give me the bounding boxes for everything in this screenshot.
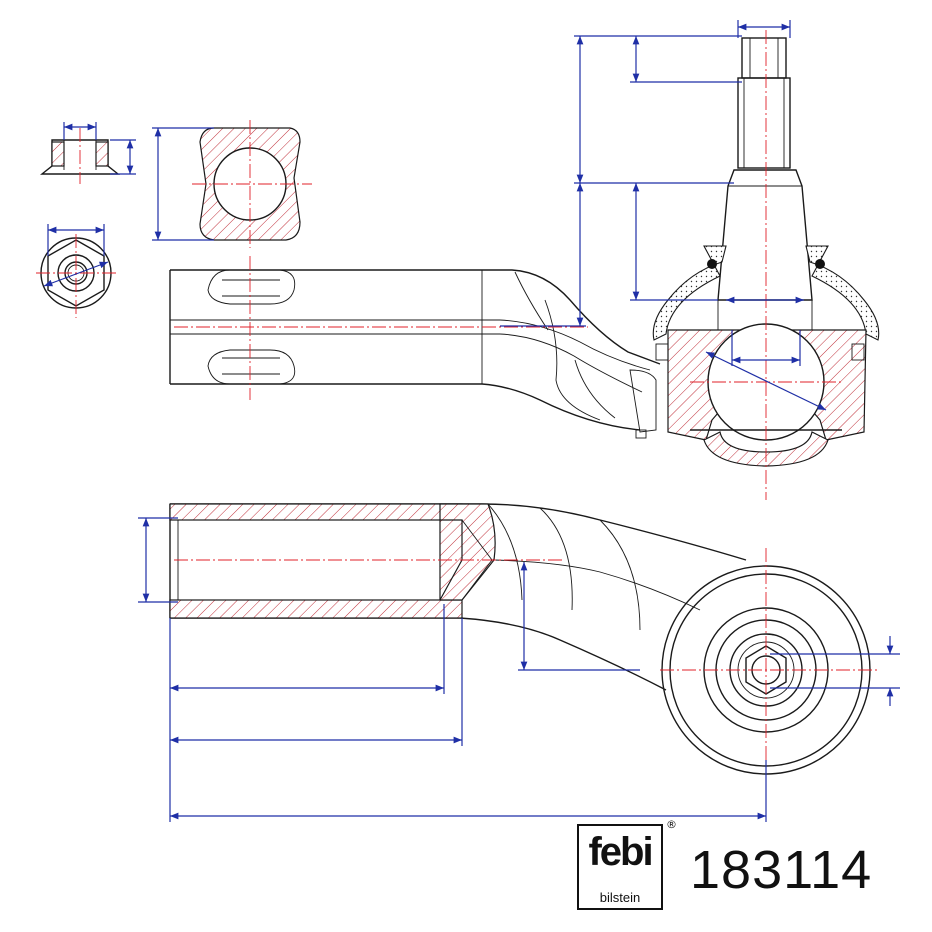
febi-bilstein-logo: febi bilstein [577,824,663,910]
ball-joint-section [652,30,880,500]
logo-text: febi [588,830,653,874]
nut-side-view [40,122,136,184]
arm-side-view [169,256,661,439]
bottom-view-dimensions [138,517,900,822]
bottom-view [169,503,880,792]
logo-subtext: bilstein [599,890,641,905]
ball-joint-dimensions [500,20,827,411]
registered-mark: ® [666,818,677,831]
arm-cross-section [152,120,312,248]
nut-top-view [36,224,118,318]
part-number: 183114 [690,840,873,900]
